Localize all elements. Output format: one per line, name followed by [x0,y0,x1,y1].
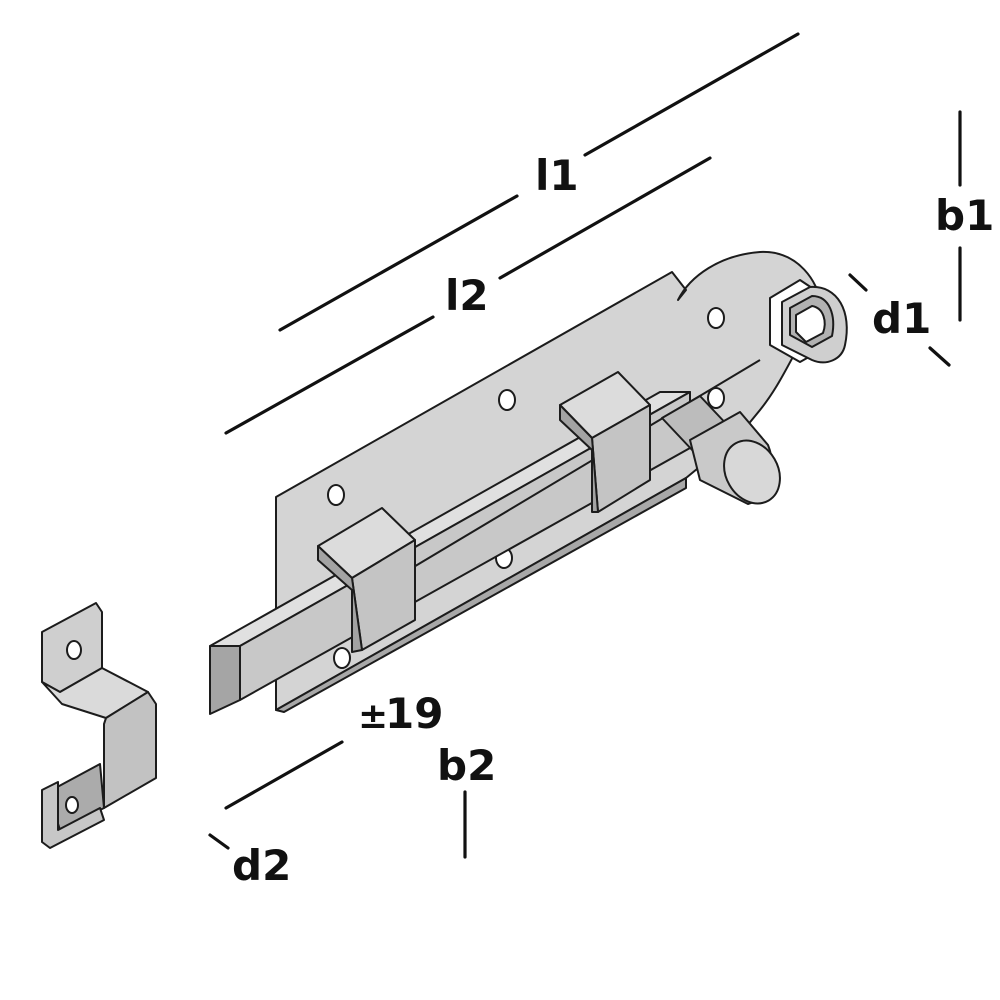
mounting-hole-1 [327,484,345,506]
l1-dimension-line-left [278,194,519,332]
mounting-hole-4 [707,387,725,409]
d2-dimension-tick [208,833,230,850]
mounting-hole-3 [707,307,725,329]
label-d1: d1 [872,294,931,343]
knob-cap [723,439,781,505]
label-b1: b1 [935,191,994,240]
base-plate-edge [275,477,687,713]
label-l2: l2 [445,271,489,320]
bolt-rail-line [411,359,761,569]
label-d2: d2 [232,841,291,890]
strike-plate-hole-lower [65,796,79,814]
left-guide-side [317,545,363,653]
mounting-hole-5 [333,647,351,669]
end-keeper-gap [795,305,826,343]
d1-dimension-tick-bottom [928,346,951,367]
mounting-hole-2 [498,389,516,411]
label-l1: l1 [535,151,579,200]
d1-dimension-tick-top [848,273,868,292]
bolt-knob [661,395,781,505]
d2-dimension-line [224,740,344,810]
l1-dimension-line-right [583,32,800,157]
right-guide [559,371,651,513]
dimension-labels: l1 l2 b1 d1 b2 d2 ± 19 [232,151,994,890]
label-b2: b2 [437,741,496,790]
dimension-lines [208,32,962,859]
end-keeper [781,285,848,364]
strike-plate-lower-flange [41,781,105,849]
right-guide-side [559,404,599,513]
label-tolerance-value: 19 [385,689,443,738]
strike-plate-front [103,691,157,809]
bolt-bar-end [209,645,241,715]
strike-plate-hole-upper [66,640,82,660]
left-guide [317,507,416,653]
strike-plate [41,602,157,849]
l2-dimension-line-right [498,156,712,280]
label-tolerance-sign: ± [358,696,388,737]
l2-dimension-line-left [224,315,435,435]
